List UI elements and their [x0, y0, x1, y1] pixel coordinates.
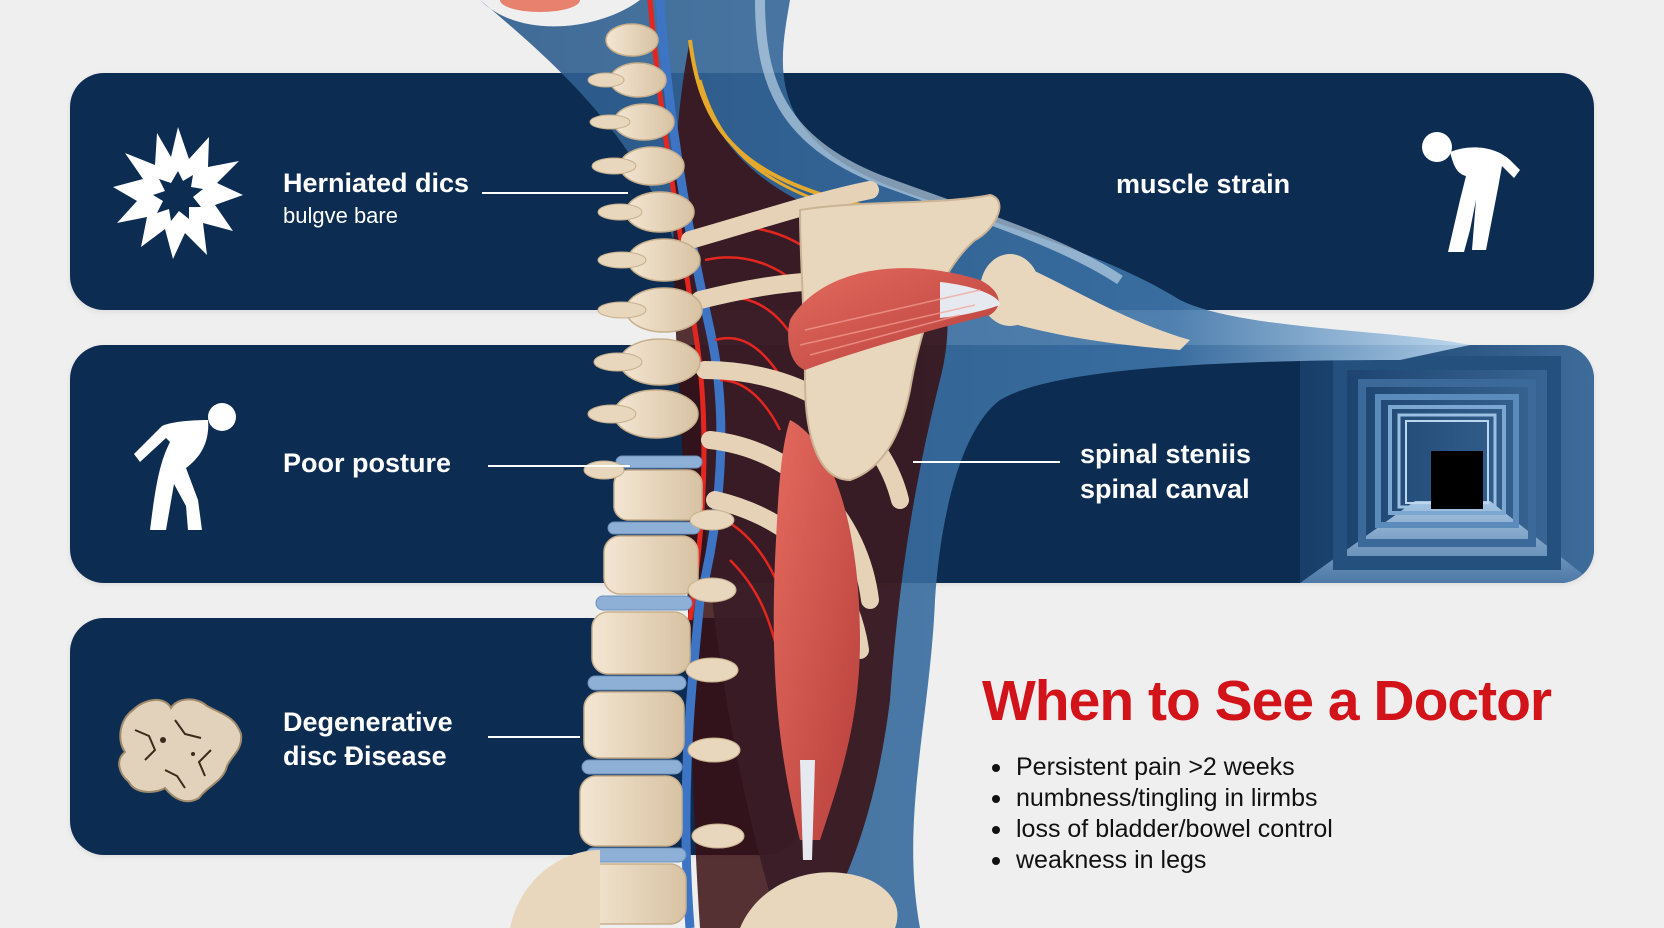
list-item: Persistent pain >2 weeks — [988, 752, 1333, 783]
list-item: weakness in legs — [988, 845, 1333, 876]
degenerative-disc-title-line1: Degenerative — [283, 707, 453, 737]
posture-leader-line — [488, 465, 630, 467]
spinal-stenosis-subtitle: spinal canval — [1080, 474, 1250, 504]
list-item: numbness/tingling in lirmbs — [988, 783, 1333, 814]
list-item: loss of bladder/bowel control — [988, 814, 1333, 845]
doctor-symptom-list: Persistent pain >2 weeks numbness/tingli… — [988, 752, 1333, 876]
herniated-discs-title: Herniated dics — [283, 168, 470, 198]
herniated-discs-subtitle: bulgve bare — [283, 203, 398, 228]
starburst-icon — [113, 125, 243, 259]
tunnel-icon — [1300, 345, 1594, 583]
degenerative-leader-line — [488, 736, 580, 738]
muscle-strain-title: muscle strain — [1116, 169, 1291, 199]
stenosis-leader-line — [913, 461, 1060, 463]
cracked-bone-icon — [115, 690, 245, 804]
spinal-stenosis-title: spinal steniis — [1080, 439, 1252, 469]
bending-person-icon — [1420, 130, 1526, 260]
poor-posture-title: Poor posture — [283, 448, 452, 478]
when-to-see-doctor-heading: When to See a Doctor — [982, 669, 1552, 733]
degenerative-disc-title-line2: disc Đisease — [283, 741, 447, 771]
herniated-leader-line — [482, 192, 628, 194]
hunched-person-icon — [130, 402, 240, 532]
